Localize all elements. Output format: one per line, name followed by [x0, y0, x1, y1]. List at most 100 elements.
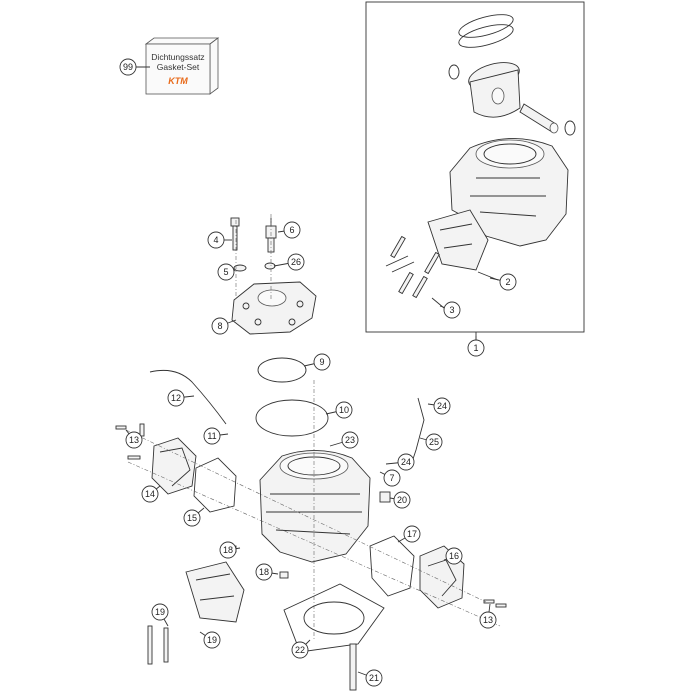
cylinder — [259, 450, 371, 563]
callout-c11: 11 — [203, 427, 229, 445]
callout-circle — [125, 431, 143, 449]
callout-number: 26 — [291, 257, 301, 267]
circlip-right — [564, 120, 576, 136]
cylinder-kit-frame — [365, 1, 585, 333]
callout-circle — [313, 353, 331, 371]
o-ring-inner — [257, 357, 307, 383]
callout-number: 20 — [397, 495, 407, 505]
head-washer — [233, 264, 247, 272]
callout-c17: 17 — [397, 525, 421, 543]
callout-number: 22 — [295, 645, 305, 655]
callout-c25: 25 — [419, 433, 443, 451]
intake-bolt-1 — [147, 625, 153, 665]
callout-number: 6 — [289, 225, 294, 235]
callout-c10: 10 — [325, 401, 353, 419]
callout-number: 8 — [217, 321, 222, 331]
callout-layer: 9912345626891012111314152324252472017161… — [119, 58, 517, 687]
head-bolt — [230, 217, 240, 251]
callout-c19a: 19 — [151, 603, 169, 627]
cylinder-nut-1 — [379, 491, 391, 503]
callout-circle — [141, 485, 159, 503]
callout-circle — [479, 611, 497, 629]
callout-circle — [425, 433, 443, 451]
callout-circle — [287, 253, 305, 271]
callout-c21: 21 — [357, 669, 383, 687]
callout-c13a: 13 — [125, 429, 143, 449]
callout-number: 2 — [505, 277, 510, 287]
callout-c12: 12 — [167, 389, 195, 407]
piston-rings — [458, 14, 514, 48]
callout-c7: 7 — [379, 469, 401, 487]
callout-c22: 22 — [291, 639, 311, 659]
callout-circle — [203, 631, 221, 649]
callout-circle — [365, 669, 383, 687]
callout-circle — [397, 453, 415, 471]
callout-circle — [255, 563, 273, 581]
cylinder-head — [231, 281, 317, 335]
kit-box-line1: Dichtungssatz — [151, 52, 204, 62]
callout-c9: 9 — [303, 353, 331, 371]
cover-gasket-right — [369, 535, 415, 597]
kit-stud-bolts — [385, 235, 440, 299]
callout-number: 18 — [259, 567, 269, 577]
gasket-kit-box: Dichtungssatz Gasket-Set KTM — [144, 37, 220, 95]
intake-flange — [185, 561, 245, 623]
callout-number: 24 — [401, 457, 411, 467]
callout-number: 21 — [369, 673, 379, 683]
callout-number: 16 — [449, 551, 459, 561]
callout-number: 7 — [389, 473, 394, 483]
cover-screws-right — [483, 599, 507, 608]
callout-number: 13 — [483, 615, 493, 625]
callout-circle — [335, 401, 353, 419]
callout-c2: 2 — [489, 273, 517, 291]
callout-c20: 20 — [389, 491, 411, 509]
callout-number: 11 — [207, 431, 216, 441]
breather-hose — [149, 369, 227, 425]
callout-c6: 6 — [277, 221, 301, 239]
callout-number: 99 — [123, 62, 133, 72]
callout-number: 10 — [339, 405, 349, 415]
callout-circle — [119, 58, 137, 76]
callout-c26: 26 — [273, 253, 305, 271]
callout-c8: 8 — [211, 317, 237, 335]
callout-c5: 5 — [217, 263, 237, 281]
callout-number: 19 — [207, 635, 217, 645]
callout-number: 23 — [345, 435, 355, 445]
cover-gasket-left — [193, 457, 237, 513]
callout-c1: 1 — [467, 336, 485, 357]
callout-c19b: 19 — [199, 631, 221, 649]
cylinder-kit — [427, 138, 569, 271]
callout-circle — [433, 397, 451, 415]
callout-circle — [443, 301, 461, 319]
callout-circle — [151, 603, 169, 621]
piston — [468, 62, 521, 118]
callout-number: 12 — [171, 393, 181, 403]
sensor-seal — [264, 262, 276, 270]
callout-number: 24 — [437, 401, 447, 411]
piston-pin — [519, 103, 559, 134]
valve-cover-left — [151, 437, 197, 495]
callout-circle — [219, 541, 237, 559]
callout-c4: 4 — [207, 231, 232, 249]
callout-circle — [445, 547, 463, 565]
intake-bolt-2 — [163, 627, 169, 663]
callout-circle — [217, 263, 235, 281]
callout-number: 25 — [429, 437, 439, 447]
callout-circle — [383, 469, 401, 487]
callout-circle — [403, 525, 421, 543]
callout-number: 14 — [145, 489, 155, 499]
callout-c3: 3 — [439, 301, 461, 319]
callout-number: 4 — [213, 235, 218, 245]
callout-circle — [499, 273, 517, 291]
kit-box-logo: KTM — [168, 76, 188, 86]
callout-number: 5 — [223, 267, 228, 277]
callout-circle — [291, 641, 309, 659]
callout-c99: 99 — [119, 58, 150, 76]
callout-c18a: 18 — [219, 541, 241, 559]
callout-circle — [183, 509, 201, 527]
callout-circle — [167, 389, 185, 407]
callout-circle — [467, 339, 485, 357]
callout-number: 17 — [407, 529, 417, 539]
callout-circle — [393, 491, 411, 509]
callout-circle — [211, 317, 229, 335]
